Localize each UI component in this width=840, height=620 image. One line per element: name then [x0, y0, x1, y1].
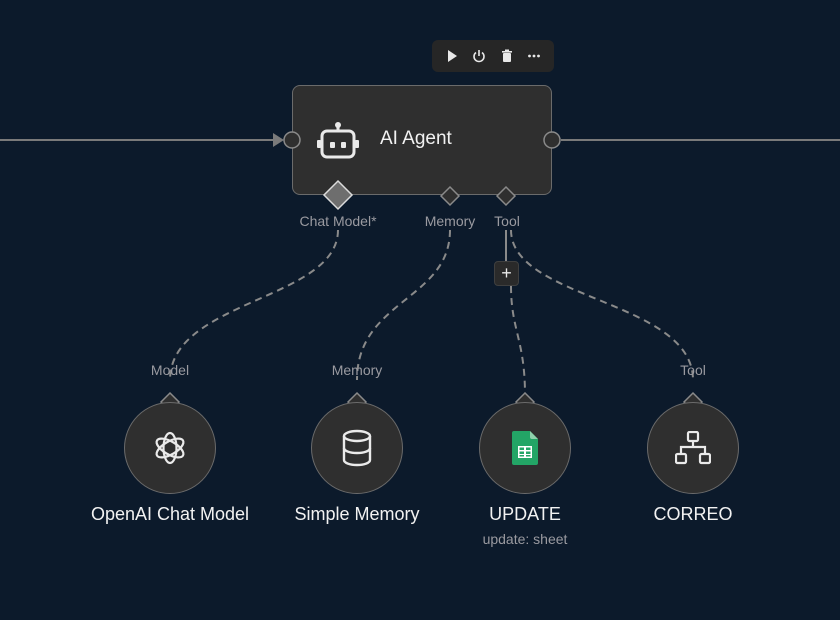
tool-update-connection[interactable] — [510, 285, 526, 396]
agent-title: AI Agent — [380, 128, 452, 149]
memory-node-handle-label: Memory — [331, 362, 383, 378]
correo-node[interactable] — [647, 402, 739, 494]
memory-connection[interactable] — [356, 229, 451, 381]
sitemap-icon — [675, 431, 711, 465]
trash-icon — [501, 49, 512, 62]
memory-handle[interactable] — [439, 185, 461, 207]
input-arrow — [273, 133, 284, 147]
tool-correo-connection[interactable] — [510, 229, 694, 381]
tool-handle-label: Tool — [494, 213, 520, 229]
chat-model-handle-label: Chat Model* — [299, 213, 377, 229]
correo-node-name: CORREO — [653, 504, 733, 524]
chat-model-handle[interactable] — [322, 179, 354, 211]
update-node[interactable] — [479, 402, 571, 494]
more-options-button[interactable] — [521, 43, 547, 69]
chat-model-connection[interactable] — [169, 229, 339, 381]
tool-handle[interactable] — [495, 185, 517, 207]
more-icon — [528, 54, 541, 58]
openai-chat-model-node[interactable] — [124, 402, 216, 494]
agent-output-handle[interactable] — [543, 131, 561, 149]
play-icon — [447, 50, 457, 62]
add-tool-button[interactable]: + — [494, 261, 519, 286]
robot-icon — [317, 122, 359, 159]
delete-button[interactable] — [494, 43, 520, 69]
deactivate-button[interactable] — [466, 43, 492, 69]
google-sheets-icon — [512, 431, 538, 465]
power-icon — [473, 50, 485, 63]
update-node-subtitle: update: sheet — [482, 531, 568, 547]
simple-memory-node[interactable] — [311, 402, 403, 494]
database-icon — [342, 429, 372, 467]
memory-node-name: Simple Memory — [294, 504, 420, 524]
openai-node-name: OpenAI Chat Model — [90, 504, 250, 524]
memory-handle-label: Memory — [424, 213, 476, 229]
node-toolbar — [432, 40, 554, 72]
update-node-name: UPDATE — [489, 504, 561, 524]
correo-handle-label: Tool — [680, 362, 706, 378]
openai-handle-label: Model — [150, 362, 190, 378]
openai-icon — [155, 431, 185, 465]
execute-button[interactable] — [439, 43, 465, 69]
agent-input-handle[interactable] — [283, 131, 301, 149]
